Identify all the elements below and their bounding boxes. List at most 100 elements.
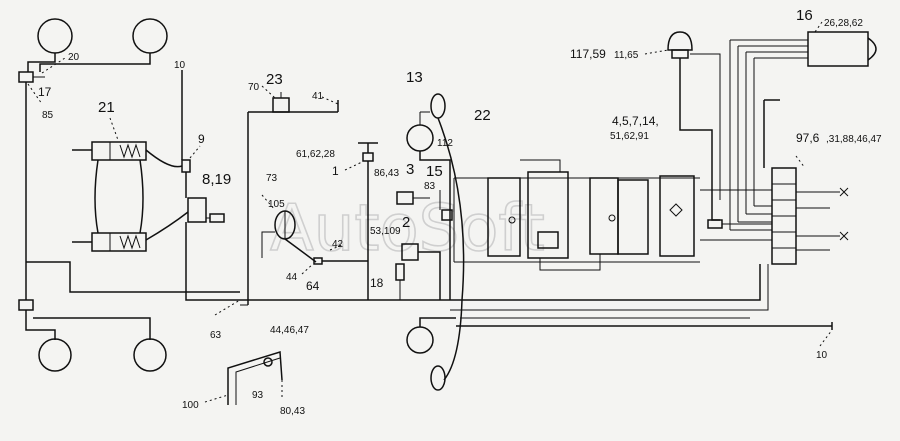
label-83: 83: [424, 181, 436, 192]
cross-2: [839, 231, 849, 241]
lamp-16-lens: [867, 37, 877, 61]
cross-1: [839, 187, 849, 197]
line-819-down: [185, 222, 240, 301]
component-9-8-19: [145, 70, 240, 301]
label-86: 86,43: [374, 168, 399, 179]
c97-out-1: [796, 191, 840, 209]
label-112: 112: [437, 138, 453, 149]
block-17: [18, 71, 34, 83]
label-97: 97,6: [796, 131, 820, 145]
component-3-2: [395, 124, 453, 300]
label-20: 20: [68, 52, 80, 63]
headlight-13: [430, 93, 446, 119]
leader-42: [329, 244, 343, 251]
headlight-bottom: [430, 365, 446, 391]
heater-top: [91, 141, 147, 161]
label-80: 80,43: [280, 406, 305, 417]
curve-9: [145, 149, 183, 168]
line-left-lower: [26, 261, 185, 293]
block-8-19: [187, 197, 207, 223]
component-97: [763, 99, 849, 265]
relay-3-dot: [608, 214, 616, 222]
curve-819: [145, 211, 189, 241]
label-26: 26,28,62: [824, 18, 863, 29]
bus-c: [440, 264, 761, 301]
lamp-16-into-97: [730, 205, 772, 231]
label-70: 70: [248, 82, 260, 93]
component-100: [204, 351, 283, 405]
component-117: [644, 31, 772, 229]
switch-1-box: [362, 152, 374, 162]
label-85: 85: [42, 110, 54, 121]
block-bottom-left: [18, 299, 34, 311]
line-112: [419, 151, 451, 300]
label-13: 13: [406, 69, 423, 86]
headlights: [406, 93, 465, 391]
line-lamp-bottom: [419, 317, 456, 327]
label-63: 63: [210, 330, 222, 341]
wheel-bottom-right: [133, 338, 167, 372]
line-w2: [39, 53, 151, 72]
label-16: 16: [796, 7, 813, 24]
label-15: 15: [426, 163, 443, 180]
label-61: 61,62,28: [296, 149, 335, 160]
block-18: [395, 263, 405, 281]
label-18: 18: [370, 276, 384, 290]
component-21: [72, 117, 147, 252]
leader-85: [27, 83, 43, 105]
label-105: 105: [268, 199, 285, 210]
curve-h-left: [94, 159, 99, 234]
leader-10-bottom: [819, 329, 833, 347]
label-2: 2: [402, 214, 410, 231]
leader-97: [795, 155, 806, 169]
lamp-16-wires: [730, 39, 808, 59]
label-44: 44: [286, 272, 298, 283]
label-44-46: 44,46,47: [270, 325, 309, 336]
line-117-b: [690, 53, 721, 200]
label-53: 53,109: [370, 226, 401, 237]
relay-4: [617, 179, 649, 255]
leader-105: [261, 194, 276, 211]
line-117: [679, 58, 720, 221]
heater-bottom-coil: [119, 234, 141, 250]
leader-16: [814, 21, 823, 33]
label-41: 41: [312, 91, 324, 102]
relay-2-inner: [537, 231, 559, 249]
bottom-bus: [185, 264, 833, 347]
lamp-16-downs: [729, 40, 755, 230]
label-21: 21: [98, 99, 115, 116]
label-10-top: 10: [174, 60, 186, 71]
label-42: 42: [332, 239, 344, 250]
relay-block: [453, 171, 700, 263]
wheel-bottom-left: [38, 338, 72, 372]
bus-d: [450, 264, 769, 311]
component-105: [261, 194, 368, 275]
label-4: 4,5,7,14,: [612, 114, 659, 128]
block-9: [181, 159, 191, 173]
component-16: [729, 21, 877, 231]
curve-22: [437, 117, 465, 381]
block-8-19-b: [209, 213, 225, 223]
label-117: 117,59: [570, 47, 606, 61]
pedal-100-b: [235, 357, 281, 405]
label-22: 22: [474, 107, 491, 124]
line-2-right: [418, 251, 441, 300]
leader-9: [189, 145, 201, 159]
c97-top-line: [763, 99, 780, 168]
label-11-65: 11,65: [614, 50, 639, 61]
line-105-left: [261, 231, 275, 258]
leader-100: [204, 394, 229, 403]
leader-1: [344, 161, 363, 171]
label-3: 3: [406, 161, 414, 178]
block-15: [441, 209, 453, 221]
curve-h-right: [139, 159, 144, 234]
c97-out-2: [796, 235, 840, 251]
label-31: ,31,88,46,47: [826, 134, 882, 145]
wheel-top-left: [37, 18, 73, 54]
misc-4: [700, 189, 772, 241]
leader-41: [321, 96, 339, 105]
line-w1: [27, 53, 56, 72]
heater-top-coil: [119, 143, 141, 159]
